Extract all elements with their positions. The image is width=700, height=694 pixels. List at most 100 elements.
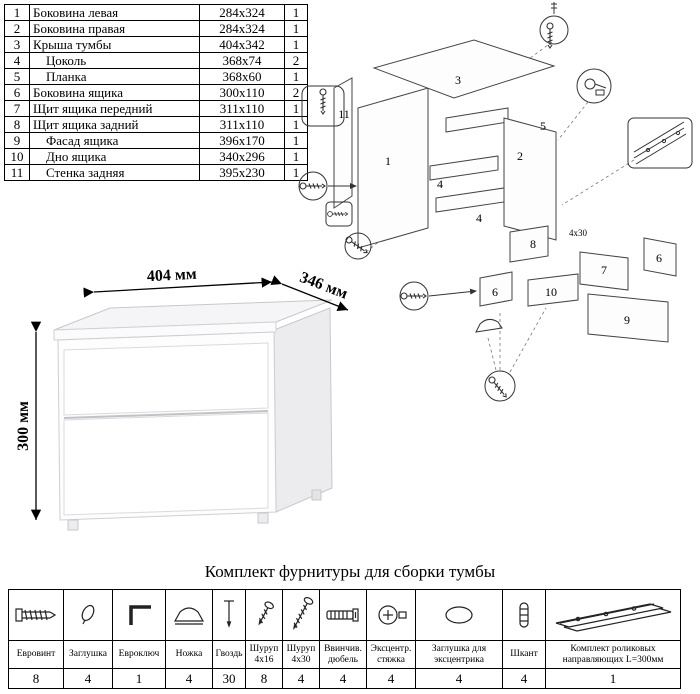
panel-side-right	[503, 117, 557, 241]
callout-mid-screw	[344, 232, 372, 260]
part-num: 2	[4, 20, 30, 37]
hardware-item: Ввинчив. дюбель 4	[319, 589, 367, 689]
hardware-qty: 4	[502, 669, 546, 689]
panel-drawer-side-left	[479, 271, 513, 307]
diagram-label: 6	[492, 285, 498, 299]
hardware-item: Шуруп 4x16 8	[245, 589, 283, 689]
panel-drawer-side-right	[643, 237, 677, 277]
panel-plinth-2	[435, 187, 505, 213]
hardware-item: Гвоздь 30	[212, 589, 246, 689]
part-name: Фасад ящика	[29, 132, 200, 149]
hardware-item: Эксцентр. стяжка 4	[366, 589, 416, 689]
diagram-label: 4	[437, 177, 443, 191]
hardware-qty: 4	[366, 669, 416, 689]
product-render: 404 мм 346 мм 300 мм	[15, 266, 350, 531]
part-size: 284x324	[199, 20, 285, 37]
screw-large-icon	[282, 589, 320, 641]
part-num: 8	[4, 116, 30, 133]
callout-screw-box	[301, 85, 345, 127]
part-name: Щит ящика передний	[29, 100, 200, 117]
part-name: Щит ящика задний	[29, 116, 200, 133]
hardware-label: Ввинчив. дюбель	[319, 641, 367, 669]
panel-plank	[445, 107, 509, 133]
hardware-label: Комплект роликовых направляющих L=300мм	[545, 641, 681, 669]
hardware-qty: 8	[245, 669, 283, 689]
callout-small-box	[325, 201, 353, 227]
part-num: 11	[4, 164, 30, 181]
hardware-qty: 30	[212, 669, 246, 689]
table-row: 4 Цоколь 368x74 2	[4, 52, 308, 69]
table-row: 6 Боковина ящика 300x110 2	[4, 84, 308, 101]
diagram-label: 4	[476, 211, 482, 225]
part-name: Планка	[29, 68, 200, 85]
hardware-item: Евроключ 1	[112, 589, 166, 689]
dowel-screw-icon	[319, 589, 367, 641]
euro-screw-icon	[8, 589, 64, 641]
callout-bottom-screw	[484, 370, 516, 402]
cam-cover-icon	[415, 589, 503, 641]
callout-euro-screw	[298, 171, 357, 201]
table-row: 2 Боковина правая 284x324 1	[4, 20, 308, 37]
nail-icon	[212, 589, 246, 641]
foot-icon	[165, 589, 213, 641]
part-size: 300x110	[199, 84, 285, 101]
part-num: 1	[4, 4, 30, 21]
hardware-label: Шуруп 4x16	[245, 641, 283, 669]
part-size: 396x170	[199, 132, 285, 149]
hex-key-icon	[112, 589, 166, 641]
hardware-label: Шуруп 4x30	[282, 641, 320, 669]
panel-top	[372, 39, 556, 99]
width-label: 404 мм	[146, 266, 197, 286]
table-row: 5 Планка 368x60 1	[4, 68, 308, 85]
diagram-label: 7	[601, 263, 607, 277]
diagram-label: 2	[517, 149, 523, 163]
callout-cam-detail	[576, 68, 612, 104]
part-num: 9	[4, 132, 30, 149]
table-row: 1 Боковина левая 284x324 1	[4, 4, 308, 21]
diagram-label: 3	[455, 73, 461, 87]
diagram-label: 10	[545, 285, 557, 299]
dimension-height: 300 мм	[15, 321, 42, 520]
panel-drawer-front	[579, 251, 629, 291]
panel-drawer-bottom	[527, 273, 579, 307]
part-num: 10	[4, 148, 30, 165]
table-row: 11 Стенка задняя 395x230 1	[4, 164, 308, 181]
part-name: Стенка задняя	[29, 164, 200, 181]
part-size: 284x324	[199, 4, 285, 21]
part-num: 3	[4, 36, 30, 53]
part-name: Боковина левая	[29, 4, 200, 21]
diagram-label: 5	[540, 119, 546, 133]
hardware-table: Евровинт 8 Заглушка 4 Евроключ 1 Ножка	[8, 589, 681, 689]
part-size: 311x110	[199, 116, 285, 133]
hardware-item: Шуруп 4x30 4	[282, 589, 320, 689]
hardware-label: Евровинт	[8, 641, 64, 669]
part-size: 368x60	[199, 68, 285, 85]
part-num: 5	[4, 68, 30, 85]
part-size: 368x74	[199, 52, 285, 69]
panel-drawer-back	[509, 225, 549, 263]
diagram-label: 8	[530, 237, 536, 251]
depth-label: 346 мм	[297, 269, 350, 303]
part-name: Цоколь	[29, 52, 200, 69]
hardware-qty: 4	[63, 669, 113, 689]
hardware-item: Заглушка для эксцентрика 4	[415, 589, 503, 689]
part-size: 404x342	[199, 36, 285, 53]
diagram-label: 6	[656, 251, 662, 265]
hardware-item: Ножка 4	[165, 589, 213, 689]
cap-icon	[63, 589, 113, 641]
part-size: 340x296	[199, 148, 285, 165]
drawer-slides-icon	[545, 589, 681, 641]
hardware-label: Заглушка	[63, 641, 113, 669]
hardware-label: Эксцентр. стяжка	[366, 641, 416, 669]
hardware-label: Шкант	[502, 641, 546, 669]
wood-dowel-icon	[502, 589, 546, 641]
hardware-qty: 8	[8, 669, 64, 689]
screw-small-icon	[245, 589, 283, 641]
parts-table: 1 Боковина левая 284x324 1 2 Боковина пр…	[4, 4, 308, 181]
hardware-label: Заглушка для эксцентрика	[415, 641, 503, 669]
hardware-item: Заглушка 4	[63, 589, 113, 689]
hardware-title: Комплект фурнитуры для сборки тумбы	[204, 562, 496, 581]
hardware-label: Евроключ	[112, 641, 166, 669]
callout-slide-detail	[627, 117, 693, 169]
panel-facade	[587, 293, 669, 343]
